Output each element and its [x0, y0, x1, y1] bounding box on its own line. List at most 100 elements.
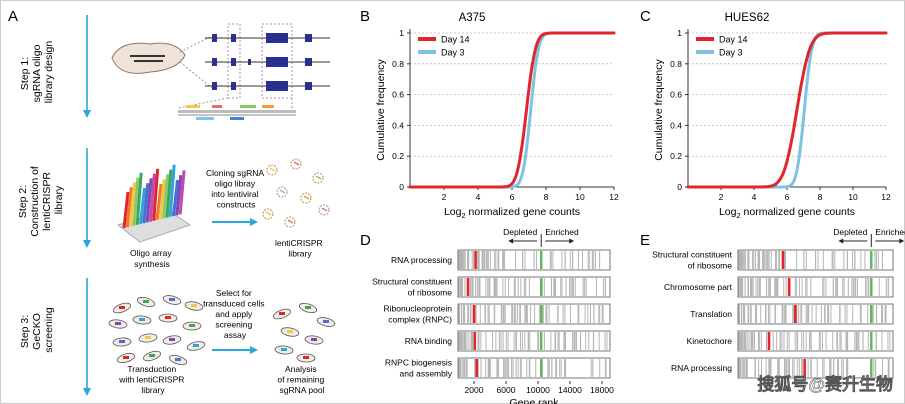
- enriched-arrowhead: [569, 238, 575, 244]
- cell: [304, 335, 324, 345]
- row-label: Chromosome part: [664, 282, 733, 292]
- panel-e: DepletedEnrichedStructural constituentof…: [652, 227, 905, 379]
- oligo-bar: [125, 187, 133, 228]
- depleted-arrowhead: [508, 238, 514, 244]
- barcode-row: RNA processing: [671, 357, 894, 379]
- cell: [168, 354, 188, 366]
- plasmid: [262, 208, 274, 220]
- x-tick-label: 8: [818, 192, 823, 202]
- series-line-day-14: [408, 31, 616, 189]
- y-tick-label: 1: [677, 28, 682, 38]
- step-arrows: [83, 15, 91, 396]
- x-tick-label: 6000: [497, 385, 516, 395]
- depleted-arrowhead: [838, 238, 844, 244]
- oligo-bar: [139, 187, 146, 225]
- y-tick-label: 0: [677, 182, 682, 192]
- x-tick-label: 10: [848, 192, 858, 202]
- y-tick-label: 0: [399, 182, 404, 192]
- y-tick-label: 0.2: [392, 151, 404, 161]
- row-label: RNA processing: [671, 363, 732, 373]
- row-label: of ribosome: [688, 261, 733, 271]
- y-tick-label: 0.6: [670, 90, 682, 100]
- row-frame: [457, 303, 611, 325]
- cloning-label: Cloning sgRNA oligo libray into lentivir…: [206, 168, 266, 210]
- row-label: and assembly: [400, 369, 453, 379]
- row-label: Structural constituent: [372, 277, 452, 287]
- x-axis-label: Gene rank: [509, 397, 559, 404]
- cell-icon: [111, 42, 186, 74]
- oligo-bar: [165, 169, 173, 218]
- row-frame: [737, 303, 894, 325]
- oligo-bar: [135, 172, 143, 225]
- row-label: Translation: [690, 309, 732, 319]
- select-label: Select for transduced cells and apply sc…: [203, 288, 267, 340]
- cell: [136, 296, 156, 308]
- oligo-array-icon: [116, 164, 192, 243]
- barcode-row: Kinetochore: [687, 330, 894, 352]
- panel-letter-a: A: [8, 8, 18, 25]
- chart-title: A375: [459, 12, 486, 24]
- legend-label: Day 3: [719, 48, 743, 58]
- x-tick-label: 10000: [526, 385, 550, 395]
- oligo-bar: [148, 173, 156, 222]
- x-tick-label: 12: [881, 192, 891, 202]
- cell: [158, 313, 178, 323]
- series-line-day-14: [686, 31, 888, 189]
- x-axis-label: Log2 normalized gene counts: [444, 206, 580, 220]
- panel-letter-d: D: [360, 232, 371, 249]
- legend-label: Day 14: [719, 35, 748, 45]
- oligo-bar: [129, 182, 137, 227]
- x-tick-label: 10: [575, 192, 585, 202]
- plasmid: [290, 158, 302, 170]
- row-label: complex (RNPC): [388, 315, 452, 325]
- enriched-label: Enriched: [545, 227, 579, 237]
- plasmid: [300, 192, 312, 204]
- oligo-bar: [122, 191, 130, 229]
- oligo-bar: [132, 177, 140, 226]
- watermark-text: 搜狐号@赛升生物: [757, 374, 893, 394]
- legend-label: Day 3: [441, 48, 465, 58]
- barcode-row: Chromosome part: [664, 276, 894, 298]
- row-label: Kinetochore: [687, 336, 733, 346]
- oligo-bar: [168, 164, 176, 217]
- cell: [132, 315, 152, 325]
- enriched-arrowhead: [899, 238, 905, 244]
- x-tick-label: 12: [609, 192, 619, 202]
- row-label: RNA processing: [391, 255, 452, 265]
- zoom-lines: [177, 23, 293, 109]
- cloning-arrow: [212, 218, 258, 226]
- cell: [316, 317, 336, 327]
- y-tick-label: 0.4: [670, 120, 682, 130]
- row-label: Ribonucleoprotein: [383, 304, 452, 314]
- row-label: RNPC biogenesis: [385, 358, 452, 368]
- panel-letter-e: E: [640, 232, 650, 249]
- cell: [182, 321, 202, 331]
- row-frame: [737, 276, 894, 298]
- y-axis-label: Cumulative frequency: [375, 58, 387, 160]
- plasmid-icons: [262, 158, 330, 228]
- gene-tracks: [205, 33, 330, 91]
- x-tick-label: 2000: [465, 385, 484, 395]
- plasmid: [318, 204, 330, 216]
- lenticrispr-library-label: lentiCRISPR library: [275, 238, 325, 259]
- y-tick-label: 0.6: [392, 90, 404, 100]
- y-tick-label: 0.4: [392, 120, 404, 130]
- cell: [184, 301, 204, 311]
- barcode-row: RNA processing: [391, 249, 611, 271]
- cell: [162, 335, 182, 345]
- y-tick-label: 0.8: [392, 59, 404, 69]
- cell: [298, 302, 318, 314]
- cell: [113, 302, 131, 314]
- cell: [142, 350, 162, 362]
- oligo-bar: [175, 175, 183, 216]
- cell: [296, 353, 316, 363]
- analysis-label: Analysis of remaining sgRNA pool: [277, 364, 326, 395]
- plasmid: [266, 164, 278, 176]
- chart-title: HUES62: [725, 12, 770, 24]
- plasmid: [276, 186, 288, 198]
- cell: [273, 308, 291, 320]
